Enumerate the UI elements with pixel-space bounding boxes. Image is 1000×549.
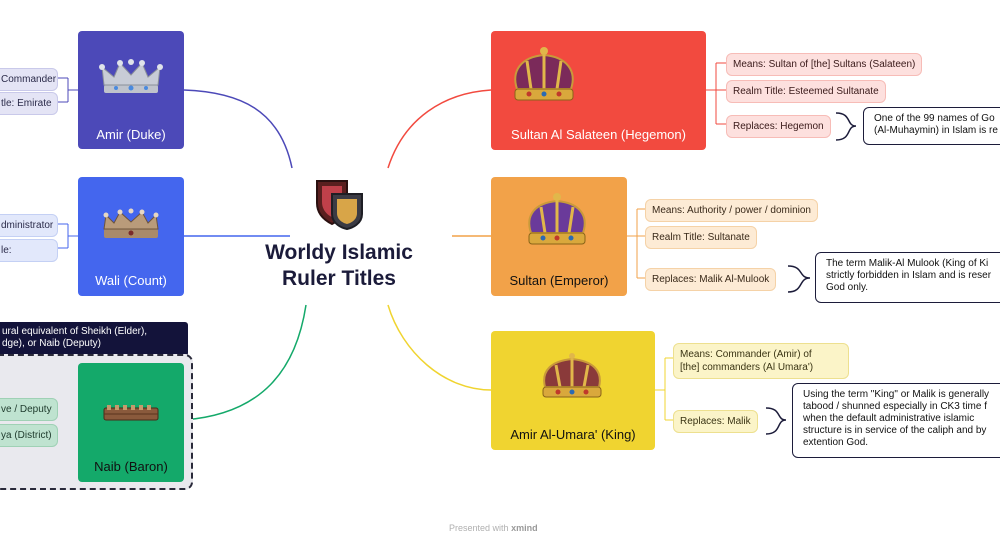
sultan-al-salateen-label: Sultan Al Salateen (Hegemon) [511, 127, 686, 142]
umara-note-line3: when the default administrative islamic [803, 413, 975, 424]
salateen-note: One of the 99 names of Go (Al-Muhaymin) … [863, 107, 1000, 145]
salateen-tag-realm: Realm Title: Esteemed Sultanate [726, 80, 886, 103]
umara-tag-means-line2: [the] commanders (Al Umara') [680, 362, 814, 373]
umara-note-line1: Using the term "King" or Malik is genera… [803, 389, 990, 400]
footer-text: Presented with [449, 523, 509, 533]
salateen-tag-replaces: Replaces: Hegemon [726, 115, 831, 138]
naib-tag-deputy: ve / Deputy [0, 398, 58, 421]
umara-note-line4: structure is in service of the caliph an… [803, 425, 987, 436]
crown-icon [102, 403, 160, 428]
amir-duke-label: Amir (Duke) [96, 127, 166, 142]
sultan-al-salateen-card[interactable]: Sultan Al Salateen (Hegemon) [491, 31, 706, 150]
crown-icon [98, 57, 164, 102]
amir-al-umara-label: Amir Al-Umara' (King) [510, 427, 636, 442]
sultan-tag-replaces: Replaces: Malik Al-Mulook [645, 268, 777, 291]
naib-note: ural equivalent of Sheikh (Elder), dge),… [0, 322, 188, 356]
amir-duke-card[interactable]: Amir (Duke) [78, 31, 184, 149]
sultan-emperor-card[interactable]: Sultan (Emperor) [491, 177, 627, 296]
salateen-note-line2: (Al-Muhaymin) in Islam is re [874, 125, 998, 136]
naib-tag-district: ya (District) [0, 424, 58, 447]
naib-baron-card[interactable]: Naib (Baron) [78, 363, 184, 482]
sultan-note-line3: God only. [826, 282, 869, 293]
wali-count-card[interactable]: Wali (Count) [78, 177, 184, 296]
crown-icon [100, 207, 162, 246]
central-title-line2: Ruler Titles [282, 267, 396, 290]
umara-note-line5: extention God. [803, 437, 869, 448]
umara-note-line2: tabood / shunned especially in CK3 time … [803, 401, 987, 412]
central-title: Worldy Islamic Ruler Titles [244, 240, 434, 292]
salateen-note-line1: One of the 99 names of Go [874, 113, 995, 124]
crown-icon [537, 353, 607, 408]
amir-tag-commander: Commander [0, 68, 58, 91]
umara-tag-means-line1: Means: Commander (Amir) of [680, 349, 812, 360]
wali-count-label: Wali (Count) [95, 273, 167, 288]
xmind-brand[interactable]: xmind [511, 523, 538, 533]
crown-icon [507, 47, 581, 112]
wali-tag-administrator: dministrator [0, 214, 58, 237]
sultan-tag-realm: Realm Title: Sultanate [645, 226, 757, 249]
crown-icon [521, 193, 593, 256]
sultan-note-line1: The term Malik-Al Mulook (King of Ki [826, 258, 989, 269]
naib-note-line1: ural equivalent of Sheikh (Elder), [2, 326, 148, 337]
footer-credit: Presented with xmind [449, 523, 538, 533]
umara-tag-means: Means: Commander (Amir) of [the] command… [673, 343, 849, 379]
wali-tag-title: le: [0, 239, 58, 262]
naib-baron-label: Naib (Baron) [94, 459, 168, 474]
naib-note-line2: dge), or Naib (Deputy) [2, 338, 101, 349]
sultan-note-line2: strictly forbidden in Islam and is reser [826, 270, 992, 281]
sultan-tag-means: Means: Authority / power / dominion [645, 199, 818, 222]
umara-note: Using the term "King" or Malik is genera… [792, 383, 1000, 458]
shield-icon [314, 178, 366, 231]
umara-tag-replaces: Replaces: Malik [673, 410, 758, 433]
salateen-tag-means: Means: Sultan of [the] Sultans (Salateen… [726, 53, 923, 76]
central-title-line1: Worldy Islamic [265, 241, 413, 264]
amir-tag-title: tle: Emirate [0, 92, 58, 115]
sultan-note: The term Malik-Al Mulook (King of Ki str… [815, 252, 1000, 303]
amir-al-umara-card[interactable]: Amir Al-Umara' (King) [491, 331, 655, 450]
sultan-emperor-label: Sultan (Emperor) [509, 273, 609, 288]
